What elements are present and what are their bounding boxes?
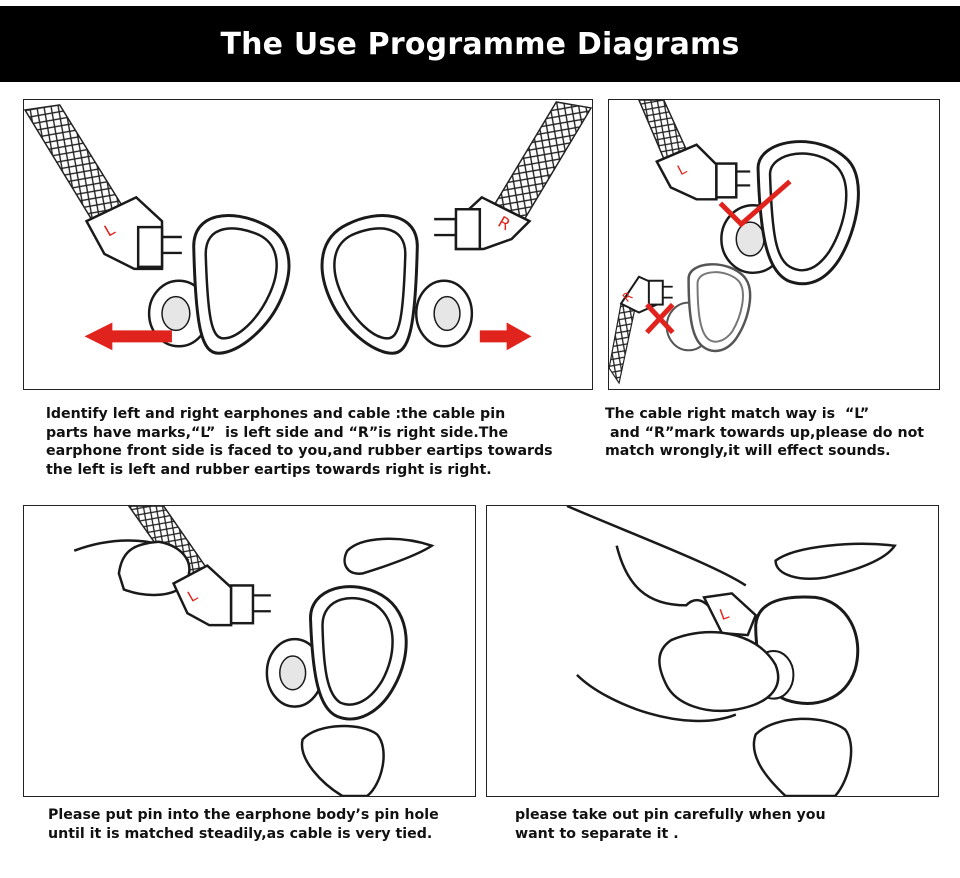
right-cable-connector: R xyxy=(434,195,532,251)
finger-top xyxy=(774,542,897,580)
wrong-cable-braid xyxy=(609,302,636,385)
right-cable-braid xyxy=(490,101,592,226)
caption-line: Please put pin into the earphone body’s … xyxy=(48,807,439,823)
title-banner: The Use Programme Diagrams xyxy=(0,6,960,82)
finger-top xyxy=(343,537,435,575)
caption-line: ldentify left and right earphones and ca… xyxy=(46,406,506,422)
caption-line: please take out pin carefully when you xyxy=(515,807,826,823)
caption-identify: ldentify left and right earphones and ca… xyxy=(46,405,553,479)
left-arrow-icon xyxy=(84,322,172,351)
caption-line: the left is left and rubber eartips towa… xyxy=(46,461,492,478)
caption-insert: Please put pin into the earphone body’s … xyxy=(48,806,439,843)
caption-line: The cable right match way is “L” xyxy=(605,406,870,422)
left-cable-braid xyxy=(24,104,126,226)
caption-line: want to separate it . xyxy=(515,825,679,842)
right-earphone xyxy=(320,214,474,355)
insert-illustration: L xyxy=(73,506,435,796)
hand-outline-bottom xyxy=(576,673,737,723)
thumb-shape xyxy=(117,540,191,597)
earphone-correct xyxy=(720,140,860,286)
finger-bottom xyxy=(752,717,853,796)
caption-remove: please take out pin carefully when you w… xyxy=(515,806,826,843)
earphone-wrong xyxy=(665,263,752,353)
caption-line: and “R”mark towards up,please do not xyxy=(605,424,925,441)
caption-line: parts have marks,“L” is left side and “R… xyxy=(46,424,509,441)
panel-identify-diagram: L R xyxy=(23,99,593,390)
match-illustration: L R xyxy=(609,100,860,385)
left-cable-connector: L xyxy=(84,195,182,271)
caption-match: The cable right match way is “L” and “R”… xyxy=(605,405,924,461)
earphone xyxy=(265,585,408,721)
check-mark-icon xyxy=(718,179,792,228)
right-arrow-icon xyxy=(479,322,532,351)
wrong-cable-connector: R xyxy=(619,275,673,314)
panel-remove-diagram: L xyxy=(486,505,939,797)
cable-connector: L xyxy=(655,143,751,201)
cross-mark-icon xyxy=(645,302,675,335)
cable-line xyxy=(615,545,718,616)
caption-line: earphone front side is faced to you,and … xyxy=(46,443,553,459)
panel-match-diagram: L R xyxy=(608,99,940,390)
page-title: The Use Programme Diagrams xyxy=(220,26,740,62)
identify-illustration: L R xyxy=(24,101,592,355)
thumb-shape xyxy=(658,630,780,713)
left-earphone xyxy=(147,214,291,355)
caption-line: match wrongly,it will effect sounds. xyxy=(605,443,891,459)
hand-outline-top xyxy=(566,506,747,587)
cable-connector: L xyxy=(702,592,758,637)
panel-insert-diagram: L xyxy=(23,505,476,797)
caption-line: until it is matched steadily,as cable is… xyxy=(48,825,433,842)
remove-illustration: L xyxy=(566,506,897,796)
finger-bottom xyxy=(300,724,385,796)
cable-connector: L xyxy=(171,564,271,627)
